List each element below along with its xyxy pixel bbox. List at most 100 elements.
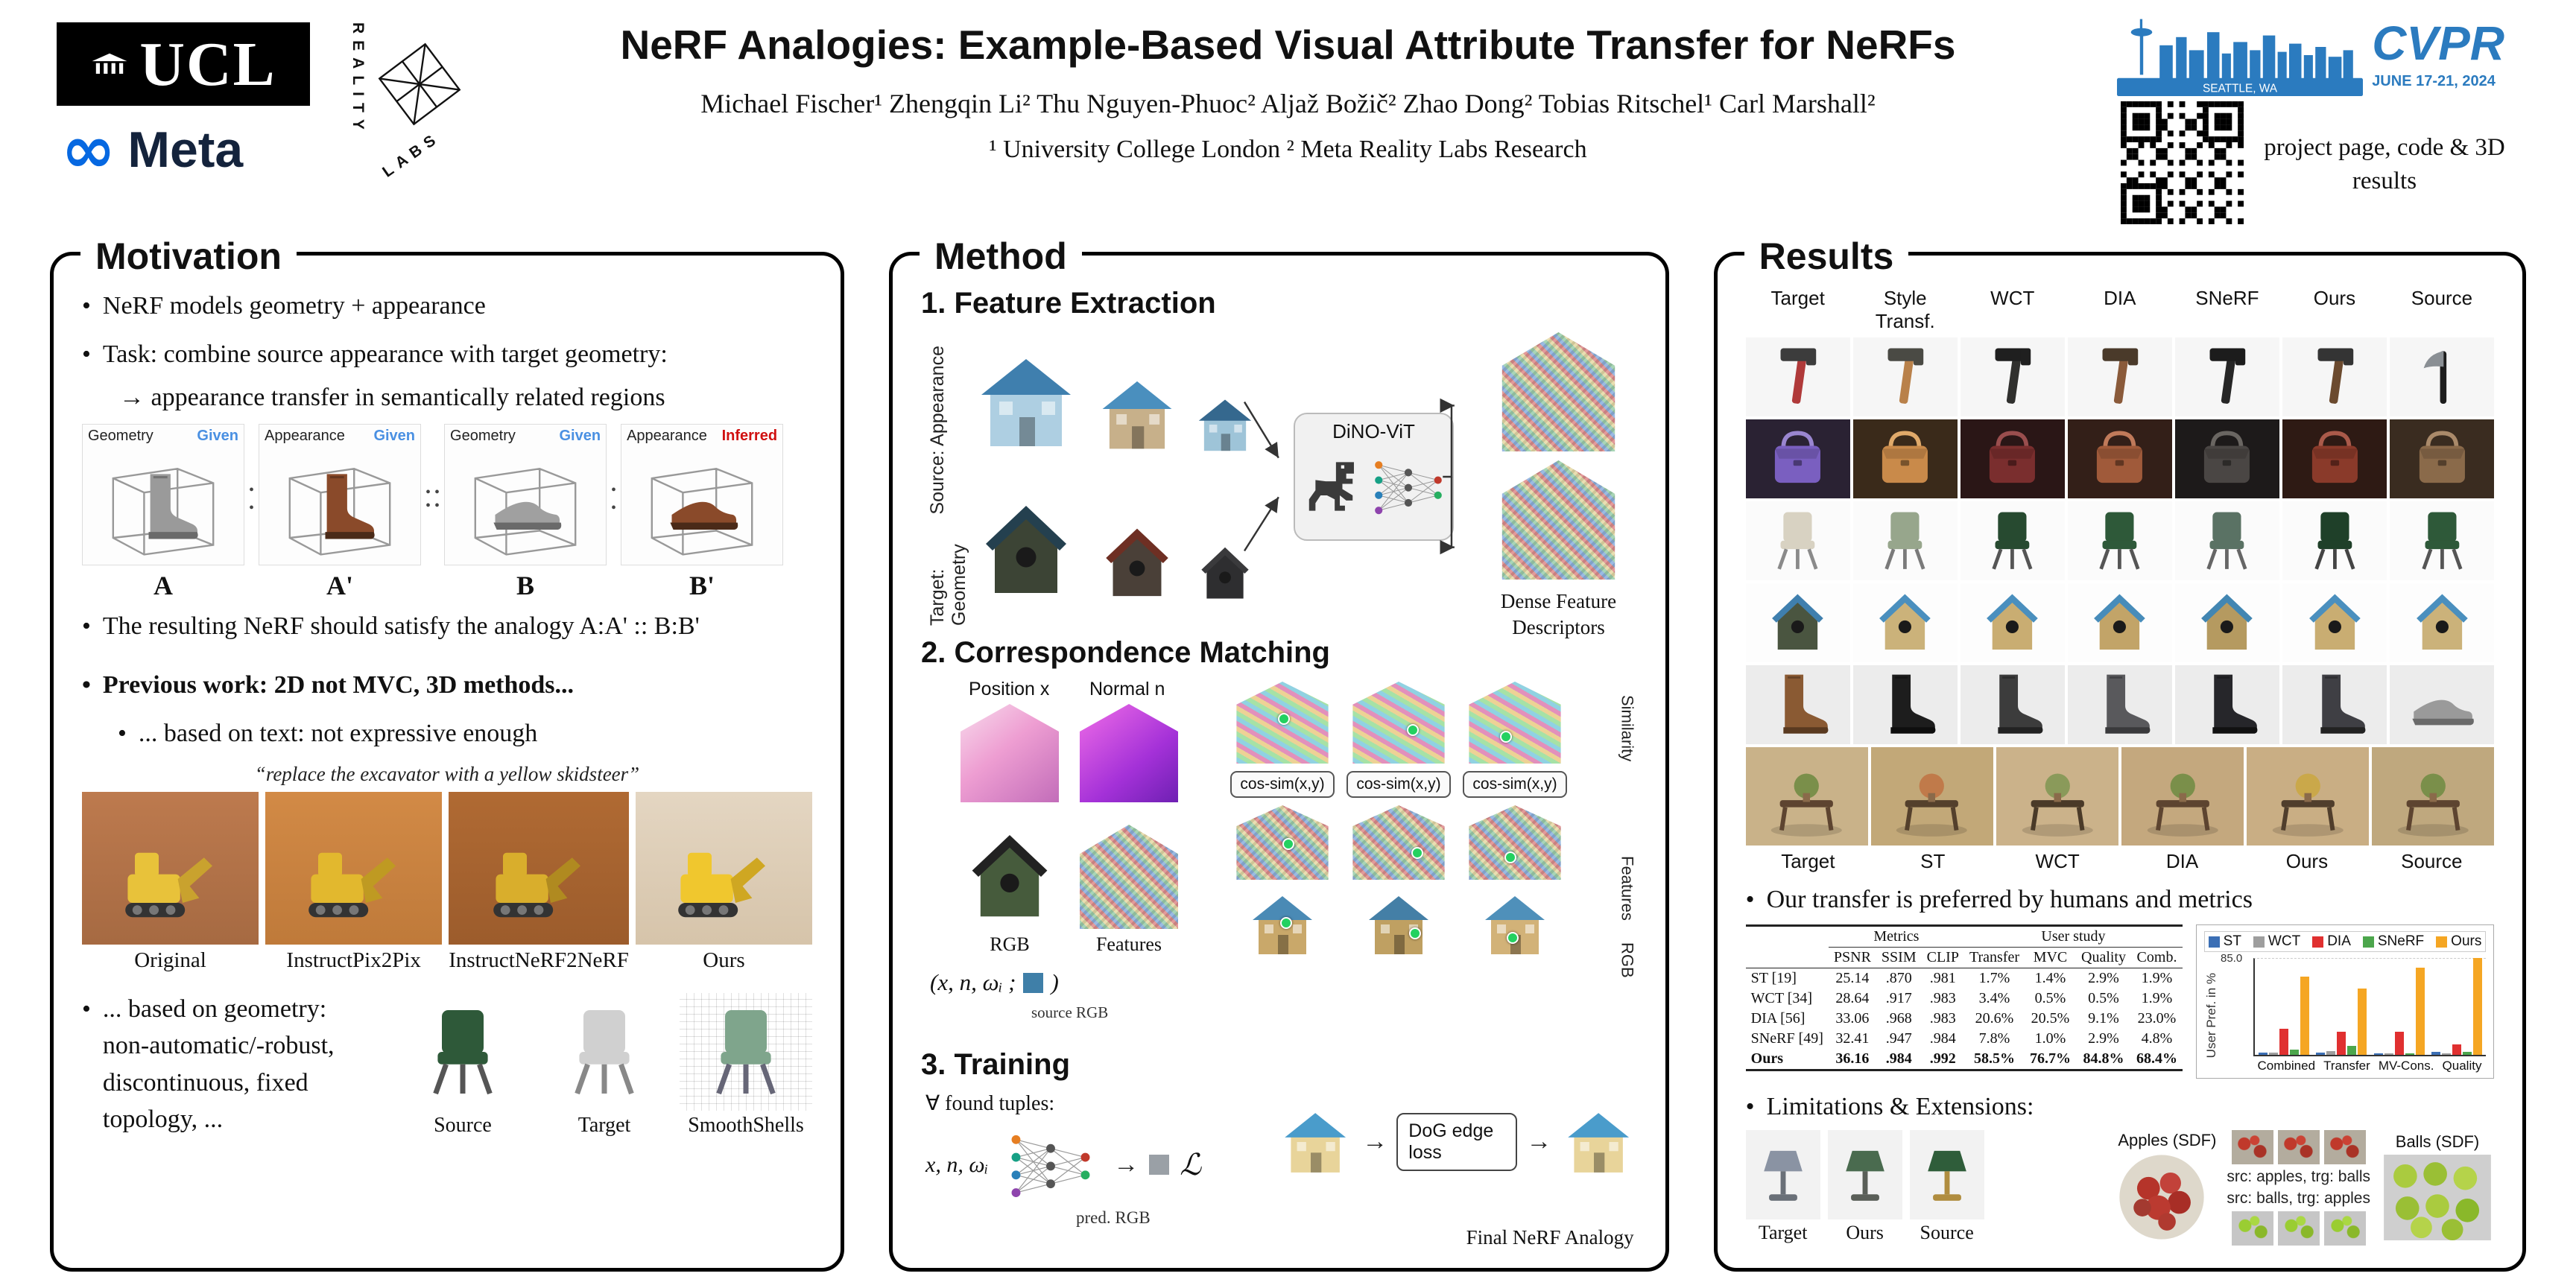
analogy-status-label: Given (197, 428, 238, 444)
match-dot (1500, 731, 1513, 743)
result-cell-r2-c5 (2282, 501, 2387, 580)
result-cell-r0-c5 (2282, 337, 2387, 416)
forall-label: ∀ found tuples: (925, 1092, 1055, 1115)
bullet-nerf-models-text: NeRF models geometry + appearance (102, 292, 486, 320)
bar-Ours-Combined (2300, 977, 2309, 1055)
apple-tile (2323, 1130, 2366, 1164)
normal-map-image (1080, 704, 1178, 802)
legend-item-Ours: Ours (2436, 933, 2481, 950)
geometry-line-3: discontinuous, fixed topology, ... (102, 1068, 308, 1133)
birdhouse-icon (1094, 520, 1180, 606)
rgb-side-label: RGB (1618, 942, 1637, 978)
meta-logo-text: Meta (127, 121, 244, 178)
analogy-kind-label: Geometry (88, 428, 154, 444)
bullet-task-sub: → appearance transfer in semantically re… (119, 384, 665, 411)
legend-swatch-ST (2208, 936, 2220, 948)
result-cell-r4-c1 (1852, 665, 1958, 744)
loss-symbol: ℒ (1180, 1147, 1202, 1182)
analogy-caption-A-prime: A' (326, 571, 354, 600)
boot-icon (1755, 669, 1841, 740)
stylized-house-image (1230, 682, 1335, 764)
bag-icon (1862, 423, 1948, 494)
source-houses (970, 346, 1258, 457)
match-dot (1409, 927, 1421, 939)
chair-image (396, 993, 529, 1111)
analogy-figure: Geometry Given A •• Appearance Given (82, 424, 812, 601)
src-apples-label: src: apples, trg: balls (2227, 1168, 2370, 1185)
bar-DIA-Combined (2279, 1028, 2288, 1055)
bullet-text-based-text: ... based on text: not expressive enough (138, 720, 538, 747)
panel-title-method: Method (920, 238, 1082, 275)
feature-house-image (1230, 805, 1335, 880)
analogy-status-label: Given (559, 428, 601, 444)
house-icon (1094, 371, 1180, 457)
bullet-previous-work: •Previous work: 2D not MVC, 3D methods..… (82, 666, 812, 704)
house-icon (970, 346, 1082, 457)
x-label-Quality: Quality (2442, 1059, 2482, 1073)
dino-vit-box: DiNO-ViT (1294, 413, 1454, 541)
normal-label: Normal n (1089, 679, 1165, 699)
house-icon (1346, 887, 1451, 962)
chair-image (538, 993, 671, 1111)
result-cell-r1-c0 (1745, 419, 1850, 498)
dino-vit-label: DiNO-ViT (1332, 420, 1415, 442)
analogy-item-B: Geometry Given B (444, 424, 607, 601)
bag-icon (1755, 423, 1841, 494)
bullet-preferred: •Our transfer is preferred by humans and… (1746, 881, 2494, 919)
reality-labs-diamond-icon (378, 42, 461, 126)
bar-DIA-MV-Cons. (2394, 1031, 2404, 1055)
analogy-colon-separator: •• (611, 482, 617, 516)
chair-icon (2184, 505, 2270, 576)
col-header-ours: Ours (2313, 287, 2356, 309)
result-cell-r0-c0 (1745, 337, 1850, 416)
cos-sim-box: cos-sim(x,y) (1463, 771, 1567, 798)
lamp-image (1827, 1130, 1902, 1219)
result-cell-r1-c3 (2067, 419, 2172, 498)
tuple-prefix: (x, n, ωᵢ ; (930, 969, 1016, 995)
source-rgb-swatch (1023, 972, 1044, 993)
birdhouse-icon (2399, 587, 2485, 658)
result-cell-r3-c4 (2174, 583, 2279, 662)
boot-icon (1969, 669, 2055, 740)
excavator-image (265, 792, 443, 945)
match-dot (1506, 932, 1519, 944)
rgb-house-icon (954, 825, 1066, 929)
bullet-geometry-based: • ... based on geometry: non-automatic/-… (82, 991, 386, 1138)
col-header-target: Target (1770, 287, 1825, 309)
excavator-image (449, 792, 629, 945)
birdhouse-icon (1755, 587, 1841, 658)
table-icon (2133, 752, 2233, 841)
step1-heading: 1. Feature Extraction (921, 287, 1216, 320)
result-cell-r2-c1 (1852, 501, 1958, 580)
legend-item-DIA: DIA (2312, 933, 2351, 950)
result-cell-r4-c3 (2067, 665, 2172, 744)
result-cell-r4-c0 (1745, 665, 1850, 744)
chair-smoothshells: SmoothShells (680, 993, 812, 1138)
result-cell-r3-c5 (2282, 583, 2387, 662)
reality-labs-logo: REALITY LABS (349, 19, 483, 181)
match-dot (1282, 838, 1294, 850)
bar-ST-MV-Cons. (2373, 1053, 2383, 1055)
bar-WCT-Quality (2442, 1053, 2452, 1055)
result-cell-r5-c0 (1745, 747, 1868, 846)
seattle-label: SEATTLE, WA (2203, 83, 2278, 95)
feature-house-image (1346, 805, 1451, 880)
legend-swatch-WCT (2253, 936, 2265, 948)
bag-icon (2399, 423, 2485, 494)
apple-tile (2277, 1130, 2320, 1164)
bar-DIA-Quality (2452, 1044, 2462, 1055)
network-input-label: x, n, ωᵢ (925, 1152, 989, 1177)
pred-rgb-caption: pred. RGB (1076, 1208, 1151, 1227)
lamp-caption: Source (1920, 1222, 1974, 1243)
features-side-label: Features (1618, 856, 1637, 921)
analogy-item-A: Geometry Given A (82, 424, 244, 601)
bullet-analogy-text: The resulting NeRF should satisfy the an… (102, 612, 700, 640)
match-dot (1407, 724, 1420, 737)
bar-group-MV-Cons. (2373, 967, 2425, 1055)
hammer-icon (1755, 341, 1841, 412)
stylized-house-image (1463, 682, 1567, 764)
training-network-row: x, n, ωᵢ → ℒ (925, 1129, 1201, 1200)
lamp-target: Target (1745, 1130, 1820, 1244)
sneaker-icon (2399, 669, 2485, 740)
